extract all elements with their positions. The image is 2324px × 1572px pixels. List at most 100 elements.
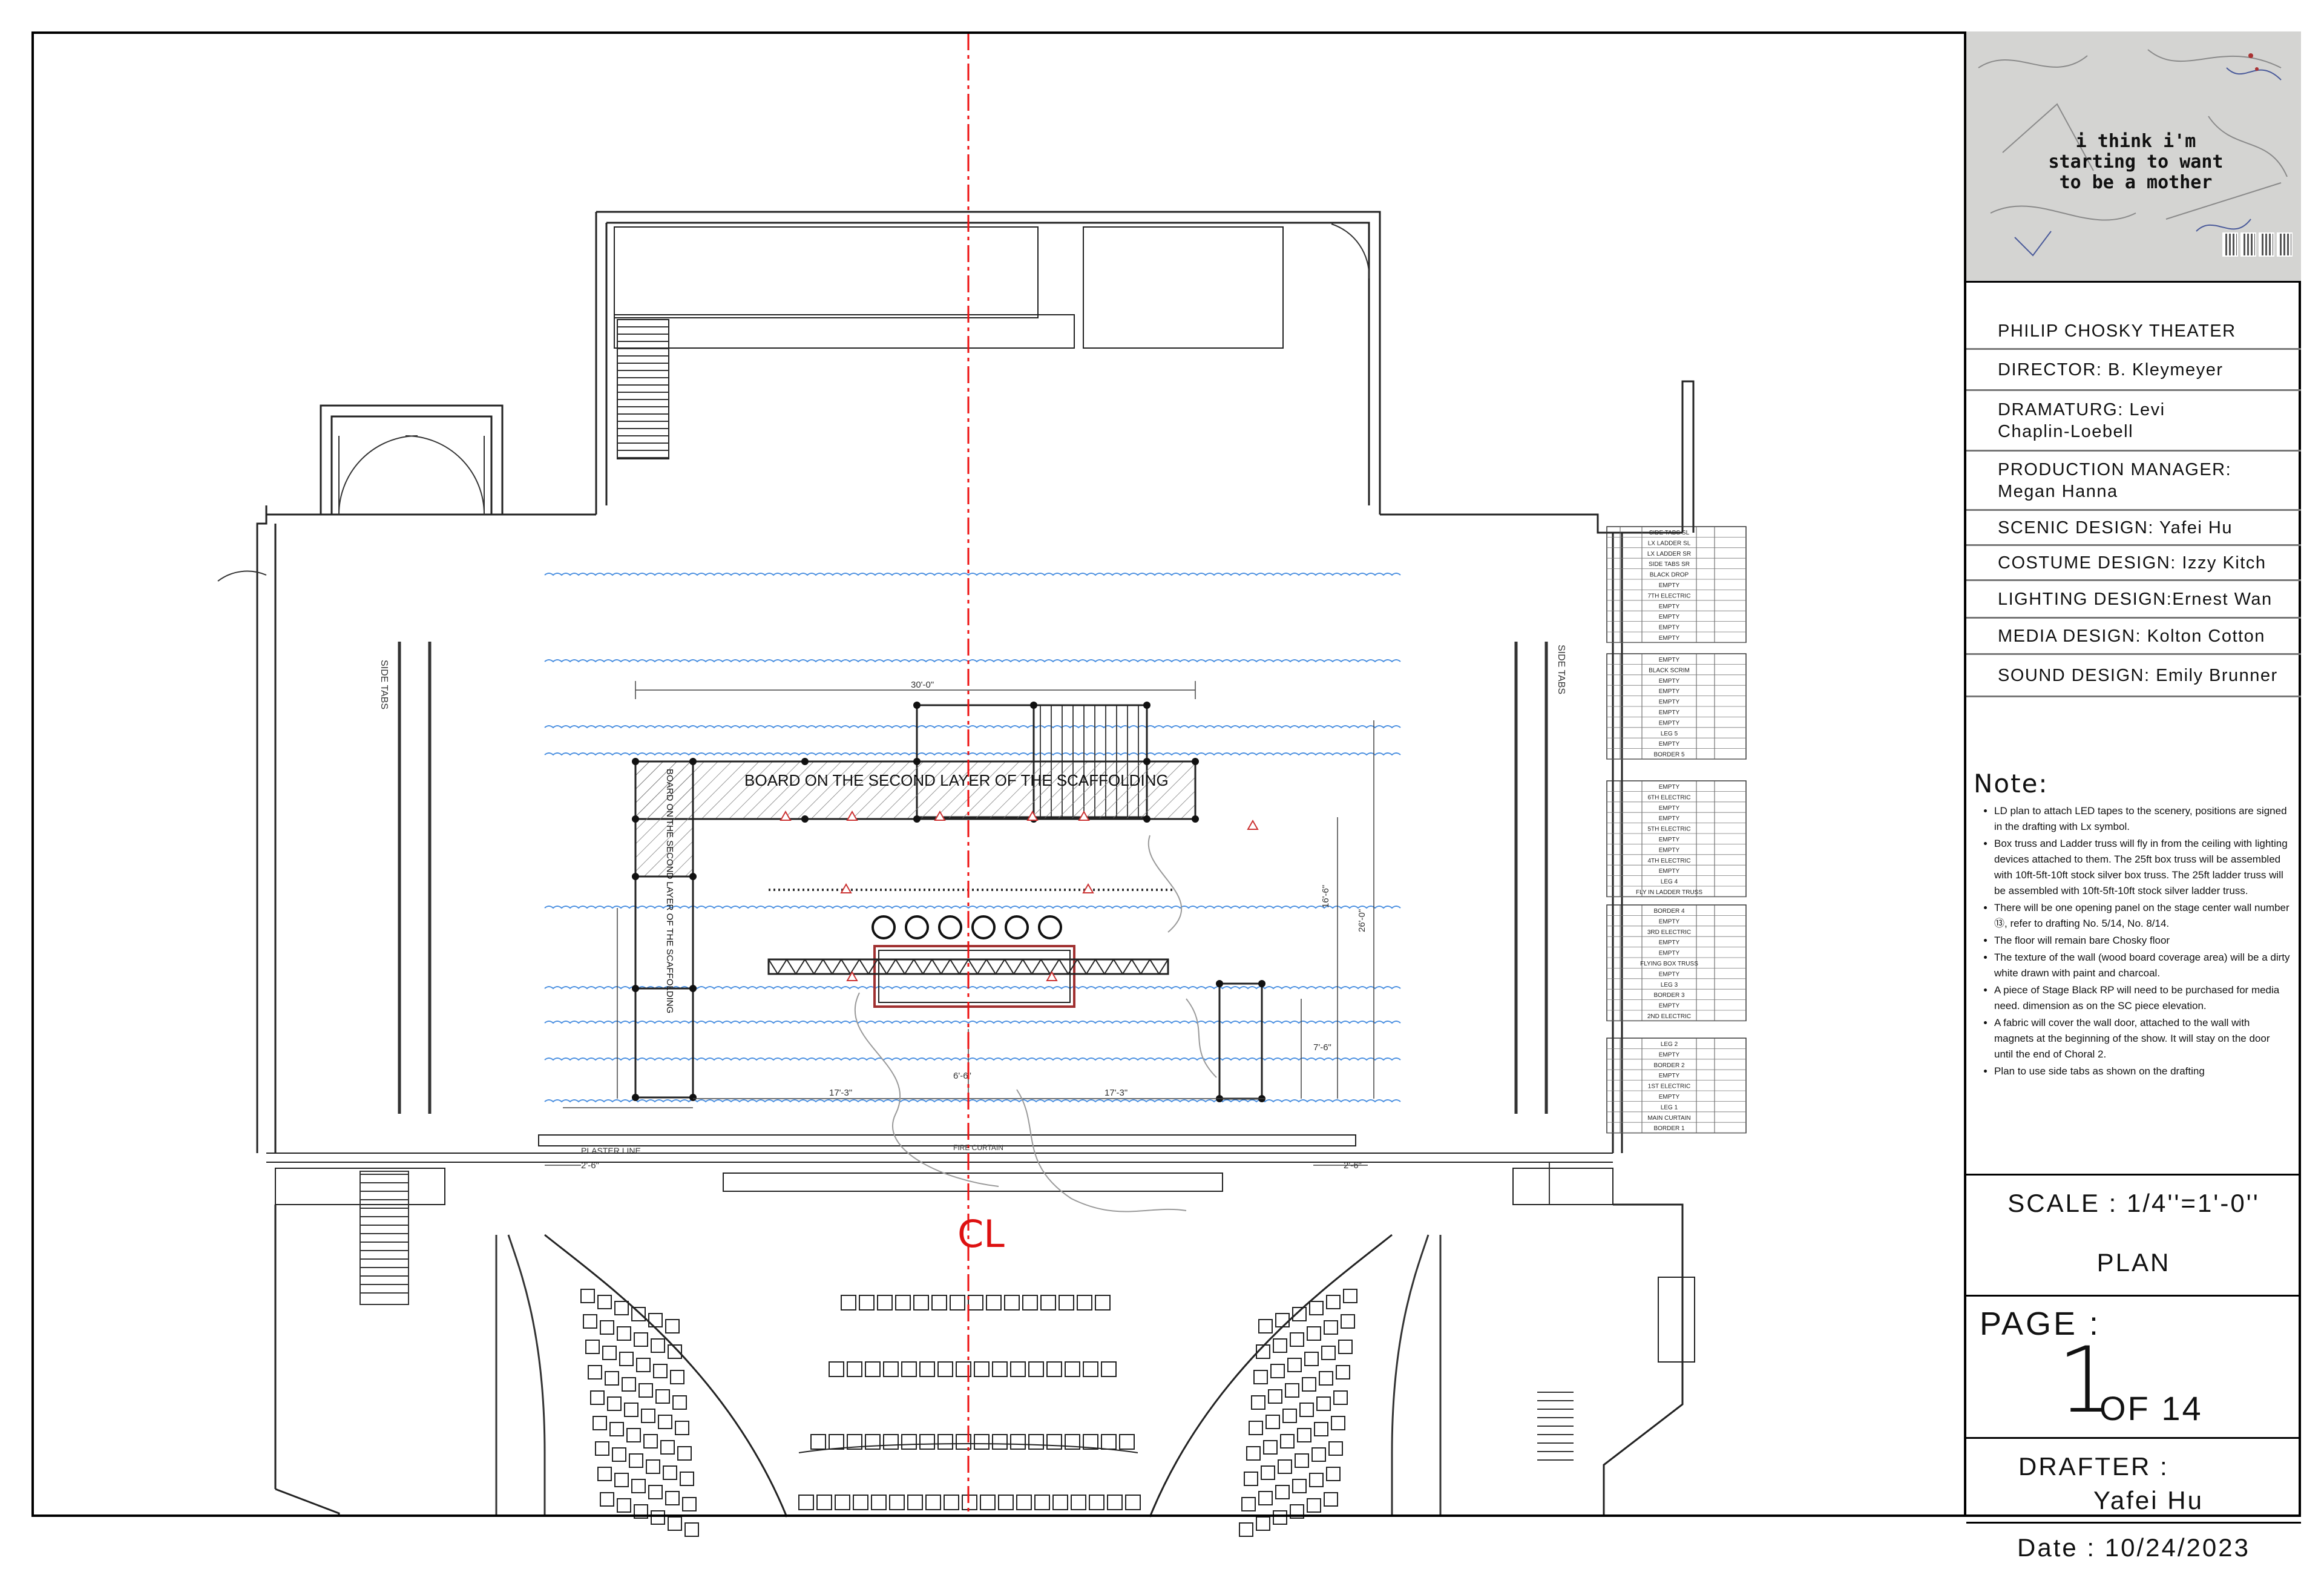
credit-text: LIGHTING DESIGN:Ernest Wan — [1998, 589, 2273, 609]
drafter-name: Yafei Hu — [2093, 1486, 2204, 1514]
credit-row: DRAMATURG: Levi Chaplin-Loebell — [1966, 391, 2301, 452]
note-item: Box truss and Ladder truss will fly in f… — [1994, 836, 2290, 899]
lineset-row-name: EMPTY — [1659, 1094, 1680, 1100]
fire-curtain-label: FIRE CURTAIN — [953, 1143, 1003, 1152]
house-rails — [495, 1234, 1442, 1517]
note-item: The floor will remain bare Chosky floor — [1994, 933, 2290, 949]
view-name: PLAN — [2096, 1248, 2171, 1277]
lineset-row-name: EMPTY — [1659, 805, 1680, 812]
side-tab-lines — [398, 642, 1548, 1114]
lineset-row-name: EMPTY — [1659, 1003, 1680, 1010]
lineset-row-name: LX LADDER SR — [1647, 551, 1691, 557]
lineset-wave — [544, 573, 1401, 576]
lineset-row-name: EMPTY — [1659, 939, 1680, 946]
lineset-row-name: FLY IN LADDER TRUSS — [1636, 889, 1702, 896]
centerline-symbol: CL — [957, 1212, 1005, 1256]
poster-image: i think i'm starting to want to be a mot… — [1966, 31, 2301, 283]
notes-list: LD plan to attach LED tapes to the scene… — [1974, 803, 2290, 1080]
lineset-row-name: 1ST ELECTRIC — [1648, 1084, 1690, 1090]
lineset-row-name: LEG 4 — [1661, 879, 1678, 886]
lineset-wave — [544, 1021, 1401, 1024]
lineset-row-name: EMPTY — [1659, 603, 1680, 610]
lineset-row-name: EMPTY — [1659, 635, 1680, 642]
scaffold-node — [1143, 702, 1151, 709]
credit-row: DIRECTOR: B. Kleymeyer — [1966, 350, 2301, 391]
lineset-row-name: EMPTY — [1659, 784, 1680, 791]
page-number: 1 — [2057, 1328, 2115, 1433]
lineset-row-name: BLACK DROP — [1650, 572, 1689, 579]
dim-center-offset: 6'-6" — [953, 1071, 971, 1081]
lineset-row-name: EMPTY — [1659, 1051, 1680, 1058]
scaffold-node — [1258, 980, 1265, 987]
scaffold-node — [1216, 980, 1223, 987]
lineset-row-name: SIDE TABS SR — [1649, 561, 1690, 568]
scaffolding-set — [538, 704, 1356, 1192]
lineset-row-name: LEG 2 — [1661, 1041, 1678, 1048]
lineset-row-name: LX LADDER SL — [1648, 540, 1691, 547]
scaffold-node — [632, 873, 639, 880]
lineset-row-name: EMPTY — [1659, 971, 1680, 978]
lineset-row-name: EMPTY — [1659, 582, 1680, 589]
lineset-row-name: EMPTY — [1659, 625, 1680, 631]
lineset-row-name: EMPTY — [1659, 950, 1680, 957]
lineset-row-name: 2ND ELECTRIC — [1647, 1013, 1691, 1020]
lineset-row-name: BORDER 4 — [1653, 908, 1685, 915]
scaffold-node — [1143, 815, 1151, 823]
date: Date : 10/24/2023 — [2017, 1533, 2250, 1562]
lineset-row-name: EMPTY — [1659, 837, 1680, 843]
page-total: OF 14 — [2099, 1389, 2203, 1427]
lineset-row-name: EMPTY — [1659, 688, 1680, 695]
drafter-section: DRAFTER : Yafei Hu — [1966, 1439, 2301, 1524]
lineset-wave — [544, 1099, 1401, 1103]
lineset-row-name: EMPTY — [1659, 678, 1680, 685]
scaffold-node — [913, 758, 921, 765]
note-item: A fabric will cover the wall door, attac… — [1994, 1015, 2290, 1062]
scaffold-node — [1192, 815, 1199, 823]
credit-text: DRAMATURG: Levi Chaplin-Loebell — [1998, 400, 2165, 441]
scaffold-node — [632, 815, 639, 823]
building-walls — [256, 211, 1695, 1517]
scaffold-node — [1030, 702, 1037, 709]
dim-left-half: 17'-3" — [829, 1088, 852, 1098]
lineset-row-name: BORDER 5 — [1653, 752, 1685, 758]
lineset-row-name: LEG 5 — [1661, 731, 1678, 737]
annex-stairs — [617, 326, 669, 458]
onstage-chairs — [872, 915, 1062, 939]
scaffold-node — [801, 815, 809, 823]
dim-top-width: 30'-0" — [911, 680, 934, 690]
scaffold-node — [913, 815, 921, 823]
lineset-row-name: EMPTY — [1659, 847, 1680, 853]
credit-text: SOUND DESIGN: Emily Brunner — [1998, 665, 2278, 685]
scaffold-node — [801, 758, 809, 765]
scaffold-node — [689, 1094, 697, 1101]
credit-row: SOUND DESIGN: Emily Brunner — [1966, 655, 2301, 697]
lineset-row-name: 3RD ELECTRIC — [1647, 929, 1691, 936]
lineset-row-name: LEG 3 — [1661, 982, 1678, 988]
dim-left-wing: 2'-6" — [581, 1160, 599, 1171]
board-label: BOARD ON THE SECOND LAYER OF THE SCAFFOL… — [744, 771, 1169, 789]
lineset-row-name: EMPTY — [1659, 699, 1680, 706]
credit-row: LIGHTING DESIGN:Ernest Wan — [1966, 581, 2301, 619]
poster-grille — [2222, 232, 2293, 257]
lineset-row-name: FLYING BOX TRUSS — [1640, 961, 1698, 967]
lineset-wave — [544, 906, 1401, 909]
dim-right-wing: 2'-6" — [1344, 1160, 1362, 1171]
lineset-row-name: EMPTY — [1659, 709, 1680, 716]
side-tabs-left-label: SIDE TABS — [379, 660, 389, 709]
lineset-row-name: EMPTY — [1659, 1073, 1680, 1079]
lineset-row-name: EMPTY — [1659, 741, 1680, 748]
lineset-row-name: EMPTY — [1659, 918, 1680, 925]
note-item: LD plan to attach LED tapes to the scene… — [1994, 803, 2290, 835]
page-section: PAGE : 1 OF 14 — [1966, 1297, 2301, 1439]
lineset-wave — [544, 1057, 1401, 1061]
ladder-truss — [768, 959, 1169, 975]
notes-section: Note: LD plan to attach LED tapes to the… — [1966, 697, 2301, 1176]
scaffold-node — [632, 1094, 639, 1101]
note-item: The texture of the wall (wood board cove… — [1994, 950, 2290, 981]
credit-text: COSTUME DESIGN: Izzy Kitch — [1998, 553, 2267, 573]
scaffold-node — [913, 702, 921, 709]
scale-section: SCALE : 1/4''=1'-0'' PLAN — [1966, 1176, 2301, 1297]
credit-text: MEDIA DESIGN: Kolton Cotton — [1998, 626, 2265, 646]
